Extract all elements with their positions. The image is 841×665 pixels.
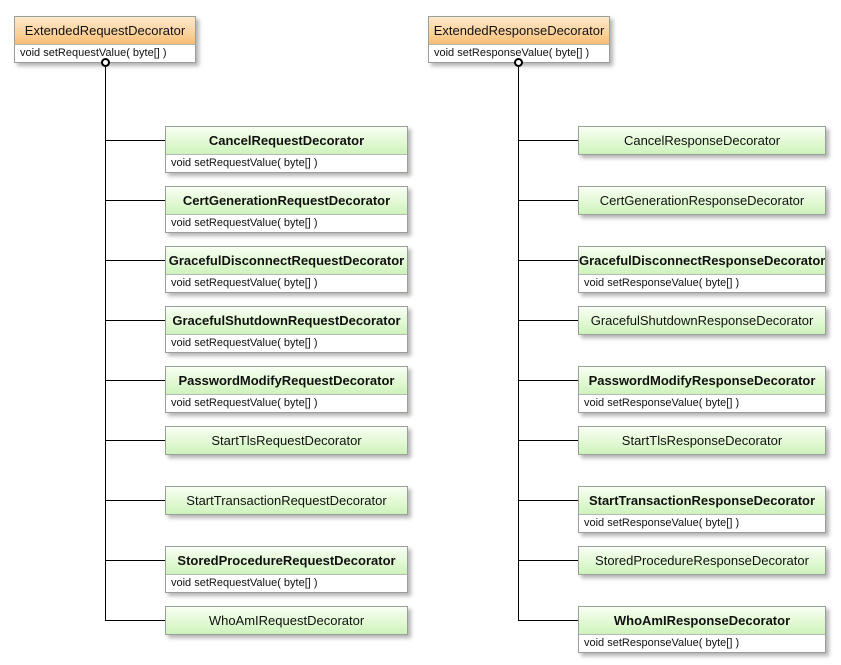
class-name: WhoAmIRequestDecorator — [166, 607, 407, 634]
connector-branch-line — [518, 620, 578, 621]
class-name: WhoAmIResponseDecorator — [579, 607, 825, 634]
connector-branch-line — [518, 500, 578, 501]
class-name: PasswordModifyRequestDecorator — [166, 367, 407, 394]
aggregation-circle-icon — [514, 58, 523, 67]
connector-branch-line — [518, 260, 578, 261]
connector-branch-line — [105, 500, 165, 501]
connector-branch-line — [518, 440, 578, 441]
class-name: GracefulDisconnectRequestDecorator — [166, 247, 407, 274]
class-name: ExtendedRequestDecorator — [15, 17, 195, 44]
class-node: StartTlsRequestDecorator — [165, 426, 408, 455]
connector-branch-line — [518, 380, 578, 381]
class-method: void setRequestValue( byte[] ) — [166, 334, 407, 352]
connector-branch-line — [105, 260, 165, 261]
class-name: CertGenerationResponseDecorator — [579, 187, 825, 214]
class-name: ExtendedResponseDecorator — [429, 17, 609, 44]
connector-branch-line — [105, 320, 165, 321]
aggregation-circle-icon — [101, 58, 110, 67]
connector-branch-line — [105, 380, 165, 381]
connector-trunk-line — [518, 67, 519, 621]
class-method: void setRequestValue( byte[] ) — [166, 214, 407, 232]
class-method: void setRequestValue( byte[] ) — [166, 154, 407, 172]
class-method: void setRequestValue( byte[] ) — [166, 274, 407, 292]
connector-branch-line — [105, 200, 165, 201]
class-node: StoredProcedureResponseDecorator — [578, 546, 826, 575]
class-method: void setRequestValue( byte[] ) — [166, 574, 407, 592]
connector-branch-line — [518, 320, 578, 321]
class-method: void setResponseValue( byte[] ) — [579, 274, 825, 292]
class-name: GracefulShutdownRequestDecorator — [166, 307, 407, 334]
class-name: StartTransactionRequestDecorator — [166, 487, 407, 514]
class-name: StartTlsRequestDecorator — [166, 427, 407, 454]
class-method: void setResponseValue( byte[] ) — [579, 394, 825, 412]
class-node: StartTlsResponseDecorator — [578, 426, 826, 455]
class-method: void setResponseValue( byte[] ) — [429, 44, 609, 62]
class-method: void setRequestValue( byte[] ) — [166, 394, 407, 412]
class-node: CertGenerationResponseDecorator — [578, 186, 826, 215]
connector-branch-line — [105, 140, 165, 141]
connector-branch-line — [518, 140, 578, 141]
connector-branch-line — [105, 440, 165, 441]
connector-branch-line — [105, 620, 165, 621]
class-node: StartTransactionRequestDecorator — [165, 486, 408, 515]
class-method: void setResponseValue( byte[] ) — [579, 514, 825, 532]
connector-branch-line — [518, 560, 578, 561]
class-method: void setResponseValue( byte[] ) — [579, 634, 825, 652]
connector-trunk-line — [105, 67, 106, 621]
class-name: CertGenerationRequestDecorator — [166, 187, 407, 214]
class-name: PasswordModifyResponseDecorator — [579, 367, 825, 394]
connector-branch-line — [518, 200, 578, 201]
class-node: CancelResponseDecorator — [578, 126, 826, 155]
class-name: StartTlsResponseDecorator — [579, 427, 825, 454]
class-name: StartTransactionResponseDecorator — [579, 487, 825, 514]
class-method: void setRequestValue( byte[] ) — [15, 44, 195, 62]
class-name: StoredProcedureRequestDecorator — [166, 547, 407, 574]
class-node: WhoAmIRequestDecorator — [165, 606, 408, 635]
class-name: StoredProcedureResponseDecorator — [579, 547, 825, 574]
class-name: CancelResponseDecorator — [579, 127, 825, 154]
class-node: GracefulShutdownResponseDecorator — [578, 306, 826, 335]
class-name: GracefulShutdownResponseDecorator — [579, 307, 825, 334]
class-name: CancelRequestDecorator — [166, 127, 407, 154]
connector-branch-line — [105, 560, 165, 561]
class-name: GracefulDisconnectResponseDecorator — [579, 247, 825, 274]
